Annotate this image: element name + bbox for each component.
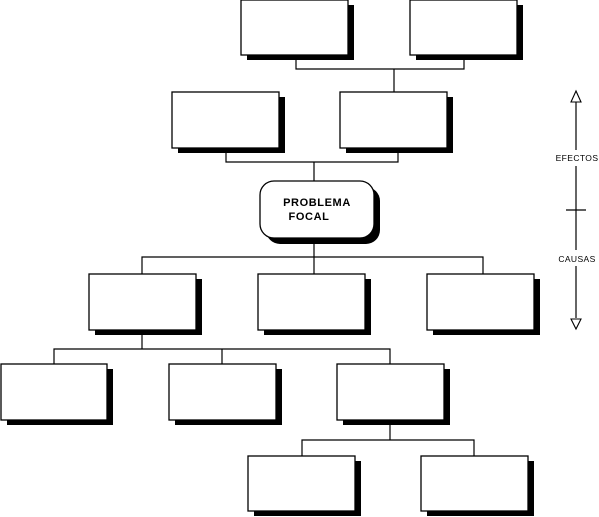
- focal-problem-title-line-1: PROBLEMA: [283, 197, 351, 209]
- causes-level-3: [247, 455, 534, 516]
- causes-level-2: [0, 363, 450, 425]
- connector-effects-top: [295, 55, 465, 70]
- cause-box: [420, 455, 534, 516]
- connector-causes-1: [141, 256, 484, 274]
- cause-box: [257, 273, 371, 335]
- connector-effects-mid: [225, 148, 399, 163]
- cause-box: [336, 363, 450, 425]
- effect-box: [409, 0, 523, 60]
- cause-box: [247, 455, 361, 516]
- cause-box: [426, 273, 540, 335]
- effects-causes-axis: EFECTOS CAUSAS: [556, 89, 599, 331]
- effect-box: [171, 91, 285, 153]
- effects-level-2: [171, 91, 453, 153]
- connector-causes-3: [301, 439, 475, 456]
- effects-label: EFECTOS: [556, 153, 599, 163]
- effects-level-1: [240, 0, 523, 60]
- cause-box: [0, 363, 113, 425]
- causes-label: CAUSAS: [558, 254, 595, 264]
- effect-box: [240, 0, 354, 60]
- connectors: [53, 55, 484, 456]
- cause-box: [88, 273, 202, 335]
- focal-problem-title-line-2: FOCAL: [289, 211, 330, 223]
- focal-problem: PROBLEMA FOCAL: [259, 180, 380, 244]
- effect-box: [339, 91, 453, 153]
- cause-box: [168, 363, 282, 425]
- arrow-up-icon: [570, 89, 582, 103]
- arrow-down-icon: [570, 318, 582, 331]
- causes-level-1: [88, 273, 540, 335]
